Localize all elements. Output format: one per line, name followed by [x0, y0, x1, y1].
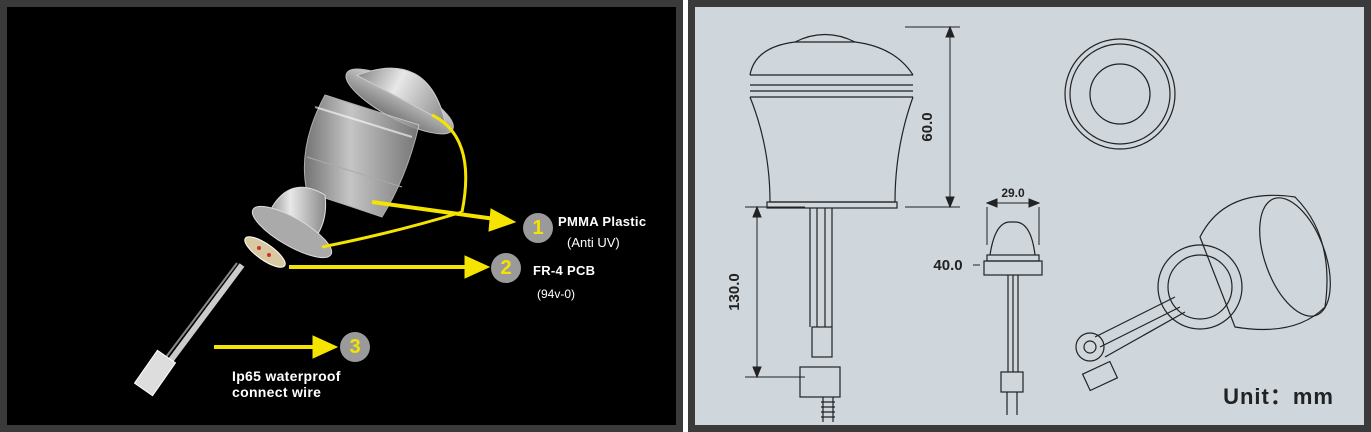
technical-drawing-canvas: 60.0 130.0 29.0 40.0 Unit：mm — [695, 7, 1364, 425]
dim-height-head: 60.0 — [919, 112, 936, 141]
callout-3-detail: connect wire — [232, 384, 322, 400]
exploded-view-canvas: 1 PMMA Plastic (Anti UV) 2 FR-4 PCB (94v… — [7, 7, 676, 425]
unit-label: Unit：mm — [1223, 384, 1334, 409]
technical-drawing: 60.0 130.0 29.0 40.0 — [726, 25, 1331, 422]
exploded-view-drawing — [133, 67, 517, 397]
technical-drawing-panel: 60.0 130.0 29.0 40.0 Unit：mm — [688, 0, 1371, 432]
callout-1-detail: (Anti UV) — [567, 235, 620, 250]
pcb — [244, 236, 286, 268]
exploded-view-panel: 1 PMMA Plastic (Anti UV) 2 FR-4 PCB (94v… — [0, 0, 683, 432]
callout-badge-2: 2 — [491, 253, 521, 283]
dimension-lines — [745, 25, 1041, 379]
dim-base-width: 29.0 — [1001, 186, 1025, 200]
dim-flange-width: 40.0 — [933, 257, 962, 274]
wire — [133, 262, 245, 397]
dim-wire-length: 130.0 — [726, 273, 743, 311]
top-view — [1064, 38, 1176, 150]
callout-badge-1: 1 — [523, 213, 553, 243]
callout-3-title: Ip65 waterproof — [232, 368, 341, 384]
callout-2-detail: (94v-0) — [537, 287, 576, 301]
small-side-view — [983, 221, 1043, 415]
callout-badge-3: 3 — [340, 332, 370, 362]
callout-1-title: PMMA Plastic — [558, 214, 647, 229]
callout-2-title: FR-4 PCB — [533, 263, 596, 278]
housing-body — [303, 94, 420, 218]
lens — [251, 186, 333, 259]
perspective-view — [1075, 194, 1331, 392]
side-view — [749, 33, 914, 422]
